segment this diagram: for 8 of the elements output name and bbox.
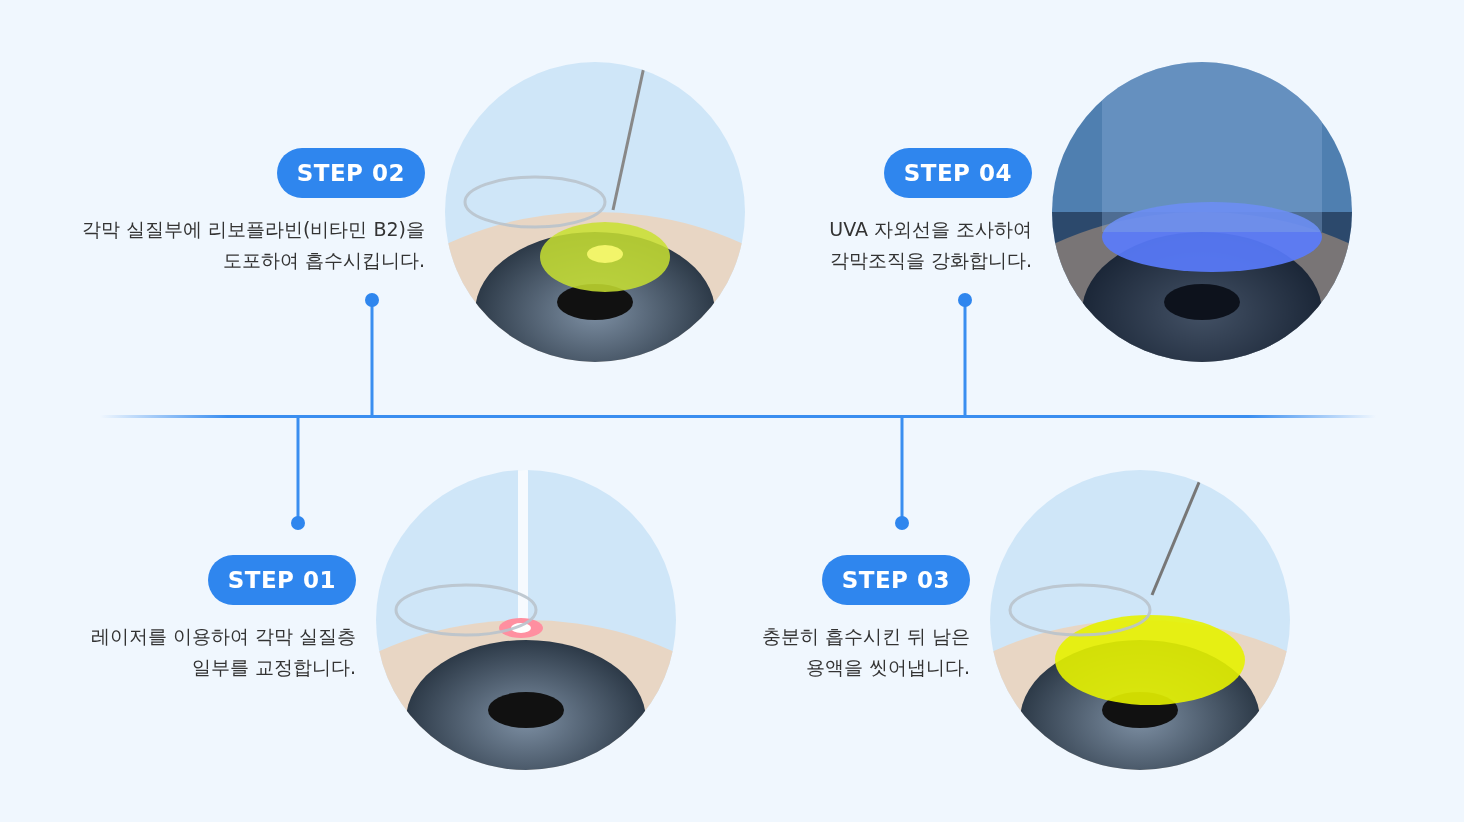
step-badge: STEP 03 [821,555,970,605]
step-badge: STEP 04 [883,148,1032,198]
step-badge: STEP 01 [207,555,356,605]
step-description: 레이저를 이용하여 각막 실질층 일부를 교정합니다. [89,624,356,680]
step-description: UVA 자외선을 조사하여 각막조직을 강화합니다. [828,217,1032,273]
step-description: 충분히 흡수시킨 뒤 남은 용액을 씻어냅니다. [760,624,970,680]
step-description: 각막 실질부에 리보플라빈(비타민 B2)을 도포하여 흡수시킵니다. [80,217,425,273]
step-badge: STEP 02 [276,148,425,198]
